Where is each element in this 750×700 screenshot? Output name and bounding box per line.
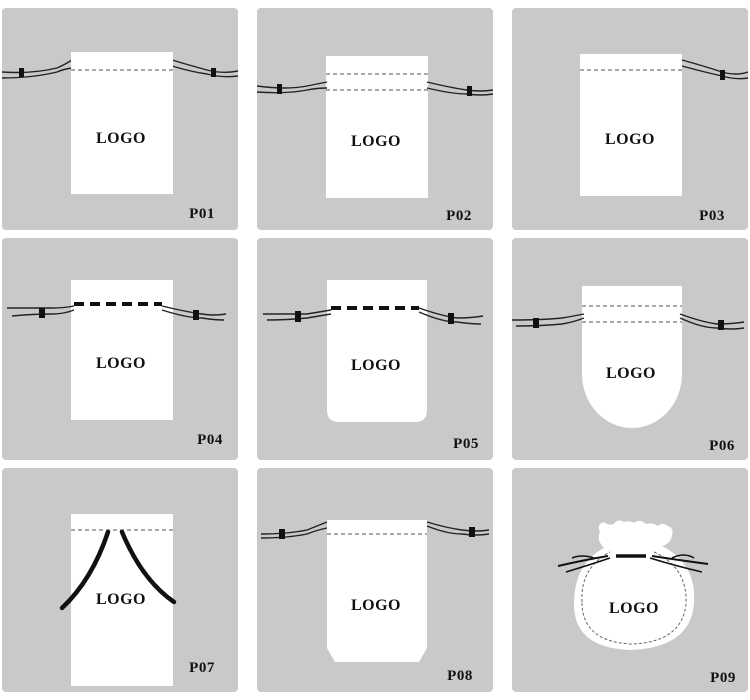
tile-p09: LOGO P09 xyxy=(512,468,748,692)
product-code: P09 xyxy=(710,670,736,686)
bag-illustration-p01: LOGO P01 xyxy=(2,52,238,222)
logo-label: LOGO xyxy=(351,597,401,614)
product-code: P02 xyxy=(446,208,472,224)
logo-label: LOGO xyxy=(96,355,146,372)
tile-p06: LOGO P06 xyxy=(512,238,748,460)
logo-label: LOGO xyxy=(609,600,659,617)
logo-label: LOGO xyxy=(96,130,146,147)
product-code: P05 xyxy=(453,436,479,452)
bag-illustration-p05: LOGO P05 xyxy=(262,280,484,452)
logo-label: LOGO xyxy=(96,591,146,608)
bag-illustration-p02: LOGO P02 xyxy=(257,56,493,224)
tile-p08: LOGO P08 xyxy=(257,468,493,692)
product-code: P03 xyxy=(699,208,725,224)
product-code: P06 xyxy=(709,438,735,454)
product-code: P07 xyxy=(189,660,215,676)
tile-p03: LOGO P03 xyxy=(512,8,748,230)
logo-label: LOGO xyxy=(351,133,401,150)
product-code: P08 xyxy=(447,668,473,684)
logo-label: LOGO xyxy=(351,357,401,374)
tile-p01: LOGO P01 xyxy=(2,8,238,230)
bag-illustration-p07: LOGO P07 xyxy=(59,514,215,686)
product-code: P04 xyxy=(197,432,223,448)
logo-label: LOGO xyxy=(605,131,655,148)
bag-illustration-p04: LOGO P04 xyxy=(7,280,227,448)
bag-illustration-p08: LOGO P08 xyxy=(260,520,490,684)
product-code: P01 xyxy=(189,206,215,222)
tile-p07: LOGO P07 xyxy=(2,468,238,692)
tile-p04: LOGO P04 xyxy=(2,238,238,460)
bag-illustration-p03: LOGO P03 xyxy=(580,54,748,224)
tile-p05: LOGO P05 xyxy=(257,238,493,460)
logo-label: LOGO xyxy=(606,365,656,382)
bag-illustration-p09: LOGO P09 xyxy=(557,520,736,686)
bag-illustration-p06: LOGO P06 xyxy=(512,286,745,454)
tile-p02: LOGO P02 xyxy=(257,8,493,230)
